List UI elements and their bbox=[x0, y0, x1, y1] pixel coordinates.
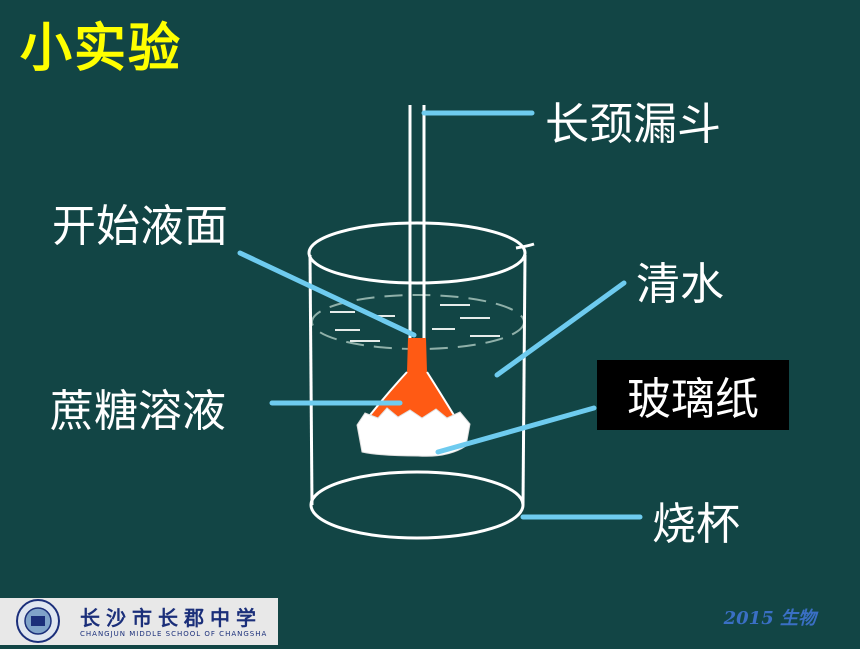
cellophane-membrane bbox=[356, 407, 471, 457]
label-water: 清水 bbox=[636, 259, 724, 310]
sucrose-solution bbox=[360, 338, 463, 430]
leader-water bbox=[494, 280, 627, 378]
footer-logo-banner bbox=[0, 598, 278, 645]
leader-lines bbox=[237, 110, 643, 520]
leader-cellophane bbox=[435, 405, 597, 455]
leader-start-level bbox=[237, 250, 417, 338]
footer-year-subject: 2015 生物 bbox=[723, 608, 816, 629]
label-funnel: 长颈漏斗 bbox=[545, 99, 721, 150]
school-badge-icon bbox=[16, 599, 60, 643]
label-sucrose: 蔗糖溶液 bbox=[50, 386, 226, 437]
label-cellophane: 玻璃纸 bbox=[597, 360, 789, 430]
label-beaker: 烧杯 bbox=[652, 499, 740, 550]
label-start-level: 开始液面 bbox=[52, 201, 228, 252]
beaker bbox=[307, 221, 535, 540]
slide-title: 小实验 bbox=[20, 19, 183, 79]
footer-school-english: CHANGJUN MIDDLE SCHOOL OF CHANGSHA bbox=[80, 630, 268, 638]
footer-school-name: 长沙市长郡中学 bbox=[80, 606, 262, 630]
